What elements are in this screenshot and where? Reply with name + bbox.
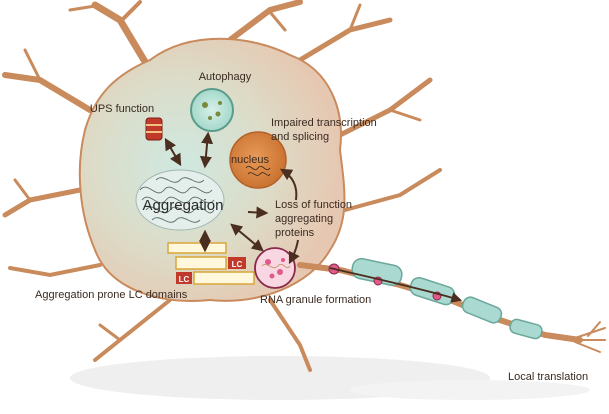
arrow-loss-rna	[288, 239, 300, 265]
soma	[78, 37, 346, 302]
arrow-autophagy-aggregation	[199, 131, 214, 169]
myelin-sheaths	[351, 257, 543, 340]
proteasome-icon	[145, 117, 163, 141]
arrow-aggregation-loss	[247, 206, 269, 219]
label-impaired-1: Impaired transcription	[271, 117, 377, 129]
label-loss-3: proteins	[275, 227, 315, 239]
autophagosome-icon	[190, 88, 234, 132]
label-loss-1: Loss of function	[275, 199, 352, 211]
label-impaired-2: and splicing	[271, 131, 329, 143]
label-nucleus: nucleus	[231, 154, 269, 166]
label-autophagy: Autophagy	[199, 71, 252, 83]
pathway-arrows	[164, 131, 300, 265]
arrow-aggregation-rna	[230, 223, 264, 252]
arrow-ups-aggregation	[164, 137, 182, 167]
label-rna-granule: RNA granule formation	[260, 294, 371, 306]
axon-transport-arrow	[329, 267, 463, 303]
dendrites	[2, 0, 442, 372]
nucleus	[229, 131, 287, 189]
protein-aggregate-icon	[135, 169, 225, 231]
label-local-translation: Local translation	[508, 371, 588, 383]
lc-domain-strips	[167, 242, 255, 285]
label-aggregation: Aggregation	[143, 197, 224, 214]
lc-tag-2: LC	[179, 275, 190, 284]
label-ups-function: UPS function	[90, 103, 154, 115]
label-loss-2: aggregating	[275, 213, 333, 225]
chromatin	[245, 165, 271, 176]
arrow-loss-nucleus	[279, 168, 298, 201]
label-lc-domains: Aggregation prone LC domains	[35, 289, 188, 301]
rna-granule-contents	[265, 258, 285, 279]
axon-terminals	[574, 321, 606, 353]
lc-tag-1: LC	[232, 260, 243, 269]
autophagosome-contents	[202, 101, 222, 120]
axon-shadow	[350, 380, 590, 400]
